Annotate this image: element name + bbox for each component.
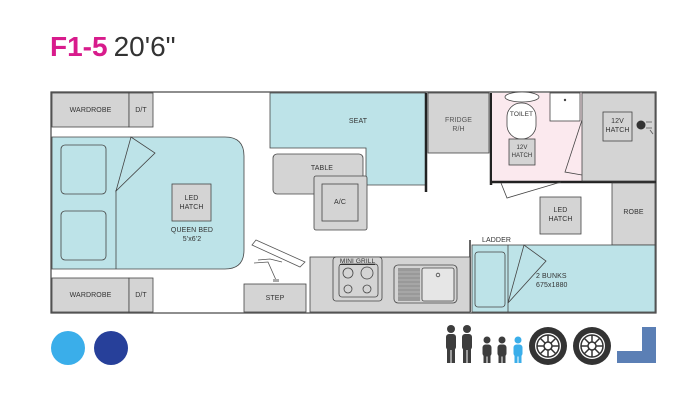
child-icon [482, 336, 492, 363]
robe [611, 182, 656, 246]
fridge-label: FRIDGE R/H [444, 117, 473, 133]
mini-grill-label: MINI GRILL [339, 258, 376, 265]
adult-icon [446, 325, 456, 363]
rear-hatch-label: 12V HATCH [605, 118, 630, 134]
dt-top [128, 92, 154, 128]
wardrobe-bottom [51, 277, 130, 313]
seat-label: SEAT [348, 118, 368, 125]
model-name: F1-5 [50, 31, 108, 62]
basin [549, 92, 581, 122]
ladder-label: LADDER [482, 237, 511, 244]
ac-unit [321, 183, 359, 222]
color-swatch-light-blue[interactable] [51, 331, 85, 365]
child-icon [497, 336, 507, 363]
bath-hatch-label: 12V HATCH [511, 145, 533, 159]
color-swatch-dark-blue[interactable] [94, 331, 128, 365]
dt-bottom [128, 277, 154, 313]
wardrobe-top-label: WARDROBE [69, 107, 112, 114]
toilet-label: TOILET [509, 111, 534, 118]
dt-top-label: D/T [135, 107, 147, 114]
l-layout-icon [617, 327, 656, 363]
wheel-icon [529, 327, 567, 365]
led-hatch-bed [171, 183, 212, 222]
fridge [427, 92, 490, 154]
table-label: TABLE [310, 165, 334, 172]
bath-12v-hatch [508, 138, 536, 166]
toilet [506, 102, 537, 140]
rear-12v-hatch [602, 111, 633, 142]
adult-icon [462, 325, 472, 363]
dt-bottom-label: D/T [135, 292, 147, 299]
bunks-label: 2 BUNKS 675x1880 [536, 273, 568, 289]
model-length: 20'6" [113, 31, 176, 62]
led-hatch-rear-label: LED HATCH [548, 207, 573, 223]
led-hatch-bed-label: LED HATCH [179, 195, 204, 211]
queen-bed-label: QUEEN BED 5'x6'2 [170, 227, 214, 243]
wardrobe-bottom-label: WARDROBE [69, 292, 112, 299]
wheel-icon [573, 327, 611, 365]
entry-step [243, 283, 307, 313]
feature-icons [446, 325, 656, 365]
child-icon-highlighted [513, 336, 523, 363]
led-hatch-rear [539, 196, 582, 235]
robe-label: ROBE [623, 209, 644, 216]
step-label: STEP [265, 295, 285, 302]
entry-door [251, 239, 306, 268]
ac-label: A/C [334, 199, 346, 206]
